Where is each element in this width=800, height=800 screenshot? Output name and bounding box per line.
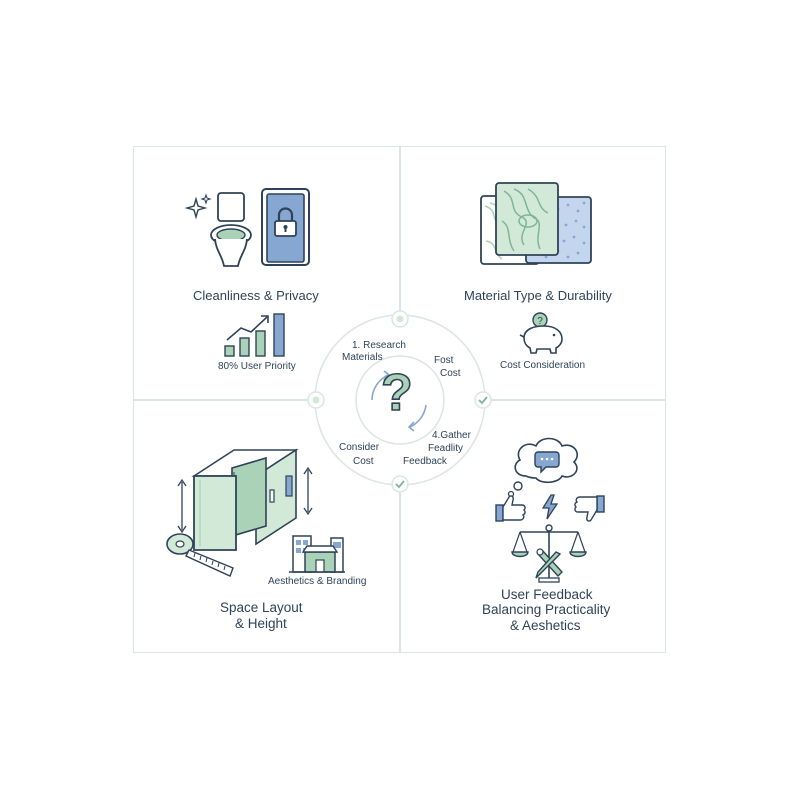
cycle-step-2-line1: Fost (434, 355, 454, 366)
toilet-icon (210, 192, 252, 267)
piggy-bank-icon: ? (519, 312, 563, 354)
cost-consideration-label: Cost Consideration (500, 360, 586, 371)
user-priority-stat: 80% User Priority (218, 361, 296, 372)
thumbs-down-icon (574, 495, 605, 522)
tape-measure-icon (166, 533, 234, 577)
cycle-step-3-line2: Cost (353, 456, 374, 467)
user-feedback-title-line1: User Feedback (501, 587, 593, 602)
partition-stall-icon (177, 448, 313, 551)
cleanliness-privacy-title: Cleanliness & Privacy (193, 288, 319, 303)
cycle-step-4-line3: Feedback (403, 456, 447, 467)
svg-text:?: ? (537, 316, 543, 327)
cycle-step-4-line2: Feadlity (428, 443, 464, 454)
user-feedback-title-line2: Balancing Practicality (482, 602, 611, 617)
growth-chart-icon (224, 313, 285, 357)
cycle-step-2-line2: Cost (440, 368, 461, 379)
balance-scale-icon (511, 524, 587, 583)
thumbs-up-icon (495, 495, 526, 522)
cycle-step-1-line2: Materials (342, 352, 383, 363)
cycle-step-3-line1: Consider (339, 442, 380, 453)
sparkle-icon (184, 193, 212, 220)
cycle-step-1-line1: 1. Research (352, 340, 406, 351)
space-layout-title-line2: & Height (235, 616, 287, 631)
cycle-step-4-line1: 4.Gather (432, 430, 471, 441)
material-samples-icon (480, 182, 592, 265)
locked-door-icon (261, 188, 310, 266)
tools-icon (535, 548, 563, 579)
material-durability-title: Material Type & Durability (464, 288, 612, 303)
aesthetics-branding-label: Aesthetics & Branding (268, 576, 367, 587)
question-icon: ? (380, 363, 413, 423)
space-layout-title-line1: Space Layout (220, 600, 303, 615)
lightning-icon (541, 494, 559, 520)
checkmark-icon (395, 480, 405, 489)
checkmark-icon (478, 396, 488, 405)
user-feedback-title-line3: & Aeshetics (510, 618, 581, 633)
thought-bubble-icon (507, 437, 578, 498)
storefront-icon (289, 535, 345, 573)
cycle-diagram (307, 310, 492, 493)
